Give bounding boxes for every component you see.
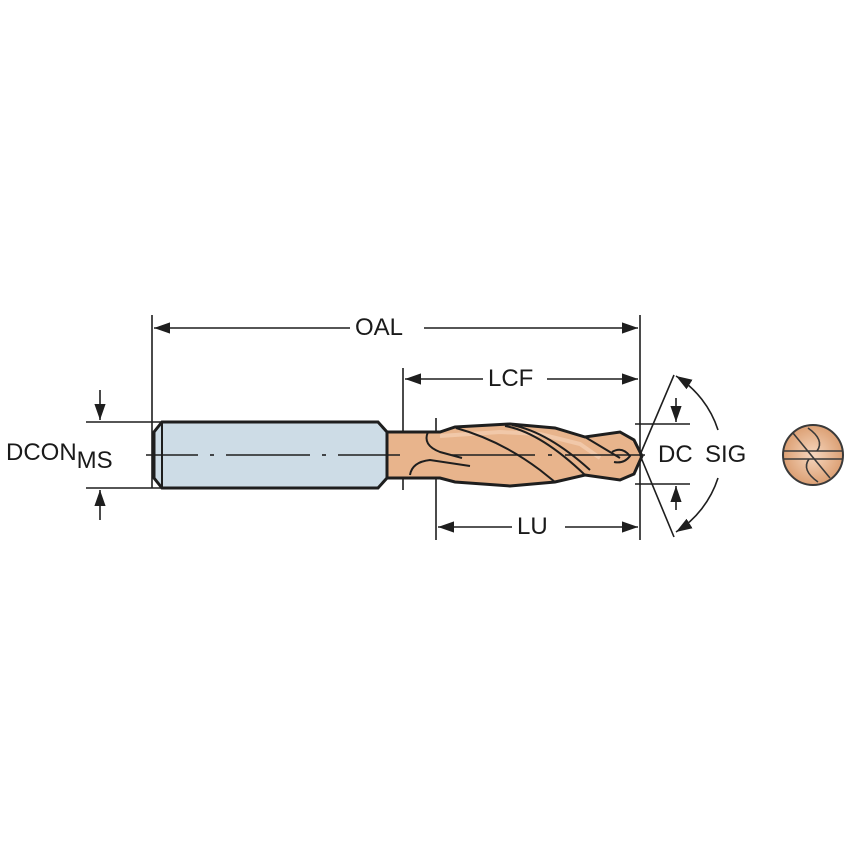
drill-end-view [782, 424, 844, 486]
sig-arc-top [675, 375, 719, 431]
label-lu: LU [513, 515, 552, 539]
label-dcon: DCONMS [6, 439, 113, 473]
label-dc: DC [656, 441, 695, 468]
label-oal: OAL [351, 316, 408, 340]
label-dcon-main: DCON [6, 439, 77, 466]
label-sig: SIG [703, 441, 749, 468]
dimension-lines [94, 322, 719, 533]
label-dcon-subscript: MS [76, 447, 113, 474]
label-lcf: LCF [484, 367, 538, 391]
sig-arc-bottom [675, 477, 719, 533]
point-angle-lines [639, 374, 675, 538]
